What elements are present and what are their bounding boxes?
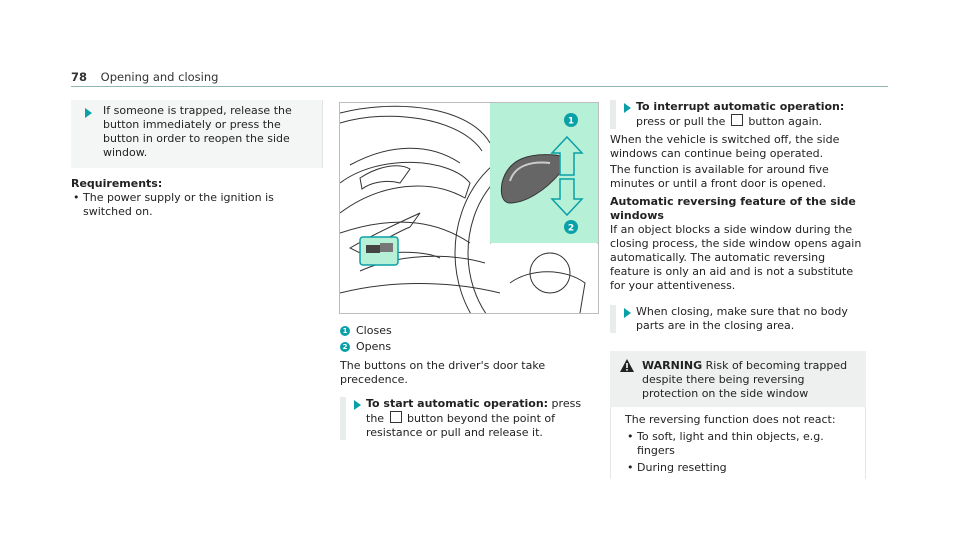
triangle-right-icon xyxy=(85,108,92,118)
warning-label: WARNING xyxy=(642,359,703,372)
triangle-right-icon xyxy=(624,308,631,318)
requirements-title: Requirements: xyxy=(71,177,163,190)
warning-header: WARNING Risk of becoming trapped despite… xyxy=(610,351,866,407)
warning-item: During resetting xyxy=(625,461,857,475)
figure-badge-1: 1 xyxy=(568,117,574,127)
legend-item-closes: 1 Closes xyxy=(340,324,602,338)
five-minutes-text: The function is available for around fiv… xyxy=(610,163,829,190)
warning-body: The reversing function does not react: T… xyxy=(610,407,866,479)
arrow-up-icon xyxy=(550,135,584,176)
requirement-item: The power supply or the ignition is swit… xyxy=(71,191,323,219)
release-step-text: If someone is trapped, release the butto… xyxy=(103,104,292,159)
warning-body-text: The reversing function does not react: xyxy=(625,413,836,426)
triangle-right-icon xyxy=(354,400,361,410)
window-switch-icon xyxy=(730,114,743,126)
window-switch-icon xyxy=(359,236,399,266)
reversing-text: If an object blocks a side window during… xyxy=(610,223,862,292)
right-column: To interrupt automatic operation: press … xyxy=(610,100,868,333)
vehicle-off-text: When the vehicle is switched off, the si… xyxy=(610,133,840,160)
closing-step: When closing, make sure that no body par… xyxy=(610,305,868,333)
legend-item-opens: 2 Opens xyxy=(340,340,602,354)
interrupt-automatic-step: To interrupt automatic operation: press … xyxy=(610,100,868,129)
reversing-heading: Automatic reversing feature of the side … xyxy=(610,195,856,222)
precedence-text: The buttons on the driver's door take pr… xyxy=(340,359,546,386)
header-divider xyxy=(71,86,888,87)
middle-column: 1 Closes 2 Opens The buttons on the driv… xyxy=(340,324,602,440)
page-number: 78 xyxy=(71,70,88,84)
arrow-down-icon xyxy=(550,178,584,217)
door-button-illustration: 1 2 xyxy=(339,102,599,314)
page-section-title: Opening and closing xyxy=(100,70,219,84)
warning-title: Risk of becoming trapped despite there b… xyxy=(642,359,848,400)
left-column: If someone is trapped, release the butto… xyxy=(71,100,323,219)
page-header: 78 Opening and closing xyxy=(71,70,218,84)
window-switch-detail xyxy=(500,154,566,204)
window-switch-icon xyxy=(389,411,402,423)
triangle-right-icon xyxy=(624,103,631,113)
warning-triangle-icon xyxy=(620,359,634,372)
warning-item: To soft, light and thin objects, e.g. fi… xyxy=(625,430,857,458)
start-automatic-step: To start automatic operation: press the … xyxy=(340,397,602,440)
warning-box: WARNING Risk of becoming trapped despite… xyxy=(610,351,866,479)
figure-badge-2: 2 xyxy=(568,224,574,234)
release-step: If someone is trapped, release the butto… xyxy=(71,100,323,168)
